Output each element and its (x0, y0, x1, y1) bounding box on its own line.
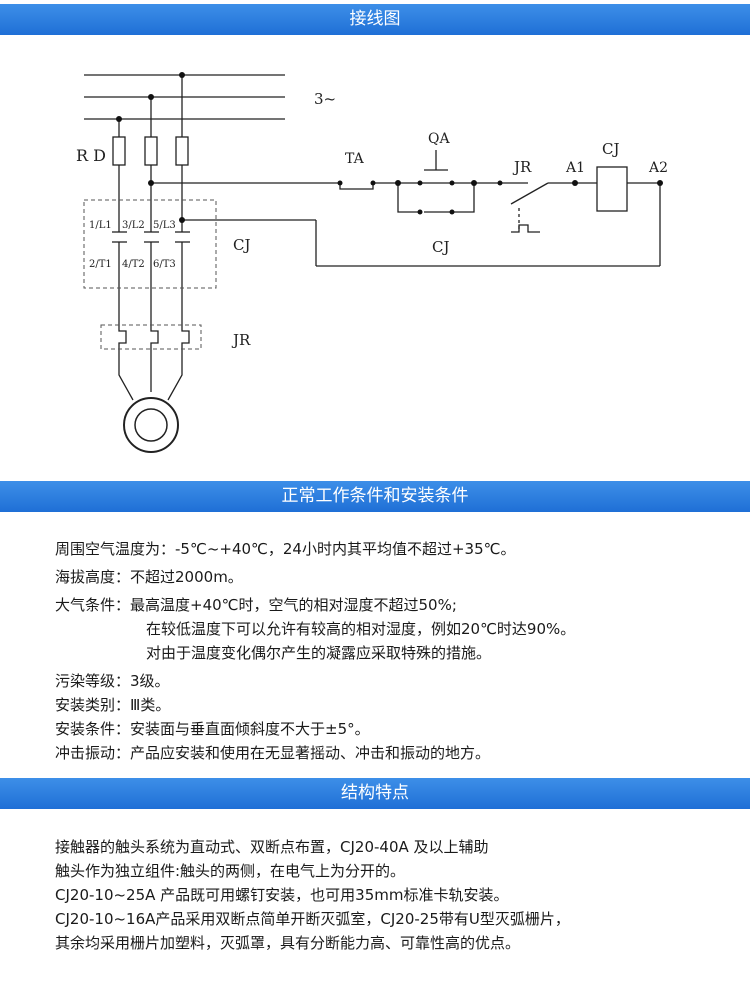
pollution-label: 污染等级： (55, 672, 131, 690)
terminal-t3: 6/T3 (153, 259, 176, 270)
temperature-row: 周围空气温度为： -5℃~+40℃，24小时内其平均值不超过+35℃。 (55, 537, 575, 561)
altitude-value: 不超过2000m。 (130, 568, 243, 586)
conditions-list: 周围空气温度为： -5℃~+40℃，24小时内其平均值不超过+35℃。 海拔高度… (55, 537, 575, 765)
wiring-diagram: 3~ R D TA QA CJ JR A1 A2 CJ CJ JR 1/L1 3… (76, 72, 668, 453)
shock-value: 产品应安装和使用在无显著摇动、冲击和振动的地方。 (130, 744, 491, 762)
atmosphere-line-3: 对由于温度变化偶尔产生的凝露应采取特殊的措施。 (146, 644, 492, 662)
structure-line-3: CJ20-10~25A 产品既可用螺钉安装，也可用35mm标准卡轨安装。 (55, 886, 509, 904)
structure-line-2: 触头作为独立组件:触头的两侧，在电气上为分开的。 (55, 862, 406, 880)
a1-label: A1 (565, 160, 585, 176)
install-label: 安装条件： (55, 720, 131, 738)
terminal-t2: 4/T2 (122, 259, 145, 270)
pollution-value: 3级。 (130, 672, 170, 690)
altitude-label: 海拔高度： (55, 568, 131, 586)
category-value: Ⅲ类。 (130, 696, 171, 714)
ta-label: TA (345, 151, 365, 167)
atmosphere-label: 大气条件： (55, 596, 131, 614)
terminal-l1: 1/L1 (89, 220, 112, 231)
fuse-label: R D (76, 146, 106, 165)
coil-label: CJ (602, 140, 620, 158)
terminal-l2: 3/L2 (122, 220, 145, 231)
terminal-l3: 5/L3 (153, 220, 176, 231)
structure-line-4: CJ20-10~16A产品采用双断点简单开断灭弧室，CJ20-25带有U型灭弧栅… (55, 910, 570, 928)
qa-label: QA (428, 131, 450, 147)
jr-contact-label: JR (512, 158, 532, 176)
terminal-t1: 2/T1 (89, 259, 112, 270)
structure-line-5: 其余均采用栅片加塑料，灭弧罩，具有分断能力高、可靠性高的优点。 (55, 934, 521, 952)
install-row: 安装条件： 安装面与垂直面倾斜度不大于±5°。 (55, 717, 575, 741)
section-header-conditions: 正常工作条件和安装条件 (0, 481, 750, 512)
altitude-row: 海拔高度： 不超过2000m。 (55, 565, 575, 589)
contactor-label: CJ (233, 236, 251, 254)
thermal-relay-label: JR (231, 331, 251, 349)
aux-contact-label: CJ (432, 238, 450, 256)
atmosphere-line-1: 最高温度+40℃时，空气的相对湿度不超过50%; (130, 596, 457, 614)
structure-line-1: 接触器的触头系统为直动式、双断点布置，CJ20-40A 及以上辅助 (55, 838, 489, 856)
shock-row: 冲击振动： 产品应安装和使用在无显著摇动、冲击和振动的地方。 (55, 741, 575, 765)
category-row: 安装类别： Ⅲ类。 (55, 693, 575, 717)
pollution-row: 污染等级： 3级。 (55, 669, 575, 693)
temperature-value: -5℃~+40℃，24小时内其平均值不超过+35℃。 (175, 540, 516, 558)
atmosphere-row: 大气条件： 最高温度+40℃时，空气的相对湿度不超过50%; (55, 593, 575, 617)
section-header-wiring: 接线图 (0, 4, 750, 35)
structure-description: 接触器的触头系统为直动式、双断点布置，CJ20-40A 及以上辅助 触头作为独立… (55, 835, 570, 955)
temperature-label: 周围空气温度为： (55, 540, 176, 558)
a2-label: A2 (648, 160, 668, 176)
category-label: 安装类别： (55, 696, 131, 714)
shock-label: 冲击振动： (55, 744, 131, 762)
phase-label: 3~ (314, 90, 336, 108)
atmosphere-line-2: 在较低温度下可以允许有较高的相对湿度，例如20℃时达90%。 (146, 620, 576, 638)
section-header-structure: 结构特点 (0, 778, 750, 809)
install-value: 安装面与垂直面倾斜度不大于±5°。 (130, 720, 370, 738)
